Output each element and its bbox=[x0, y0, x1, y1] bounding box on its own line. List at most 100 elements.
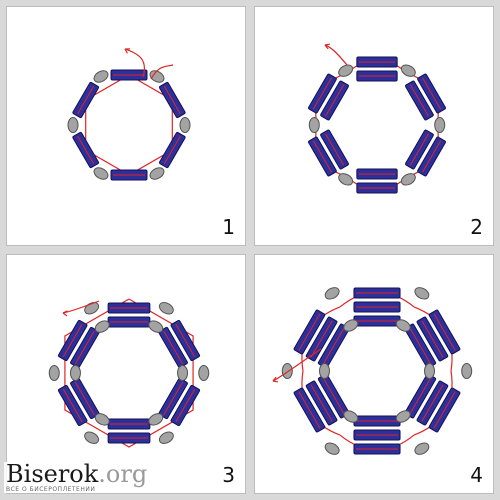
thread-arrow bbox=[62, 310, 68, 317]
site-logo: Biserok.org ВСЕ О БИСЕРОПЛЕТЕНИИ bbox=[4, 460, 150, 493]
seed-bead bbox=[158, 302, 174, 315]
seed-bead bbox=[338, 64, 354, 77]
bugle-bead bbox=[320, 80, 349, 121]
bugle-bead bbox=[428, 309, 461, 355]
thread-path bbox=[150, 64, 174, 80]
bugle-bead bbox=[110, 169, 148, 181]
bugle-bead bbox=[305, 316, 338, 362]
bugle-bead bbox=[417, 136, 446, 177]
bugle-bead bbox=[170, 319, 201, 362]
seed-bead bbox=[67, 117, 79, 133]
thread-path bbox=[272, 348, 322, 382]
thread-path bbox=[85, 74, 173, 176]
seed-bead bbox=[148, 320, 164, 333]
bugle-bead bbox=[57, 319, 88, 362]
seed-bead bbox=[319, 363, 330, 379]
seed-bead bbox=[343, 319, 359, 332]
seed-bead bbox=[69, 365, 81, 381]
bugle-bead bbox=[72, 131, 99, 169]
thread-arrow bbox=[272, 376, 279, 383]
bugle-bead bbox=[356, 56, 398, 68]
step-number: 2 bbox=[470, 215, 483, 239]
bugle-bead bbox=[107, 302, 151, 314]
bugle-bead bbox=[353, 443, 401, 455]
seed-bead bbox=[414, 442, 430, 455]
seed-bead bbox=[281, 363, 293, 379]
bugle-bead bbox=[170, 384, 201, 427]
seed-bead bbox=[148, 413, 164, 426]
step-2-diagram bbox=[308, 43, 446, 194]
seed-bead bbox=[400, 173, 416, 186]
bugle-bead bbox=[356, 182, 398, 194]
seed-bead bbox=[324, 287, 340, 300]
thread-arrow bbox=[124, 48, 131, 54]
bugle-bead bbox=[405, 129, 434, 170]
step-3-panel: 3 bbox=[6, 254, 246, 494]
logo-tagline: ВСЕ О БИСЕРОПЛЕТЕНИИ bbox=[6, 486, 96, 493]
seed-bead bbox=[179, 117, 191, 133]
seed-bead bbox=[343, 410, 359, 423]
bugle-bead bbox=[293, 309, 326, 355]
logo-tld: .org bbox=[98, 460, 148, 488]
bugle-bead bbox=[308, 136, 337, 177]
seed-bead bbox=[198, 365, 210, 381]
bugle-bead bbox=[107, 316, 151, 328]
step-number: 3 bbox=[222, 463, 235, 487]
seed-bead bbox=[395, 410, 411, 423]
bugle-bead bbox=[353, 301, 401, 313]
thread-path bbox=[64, 298, 194, 448]
bugle-bead bbox=[405, 80, 434, 121]
bugle-bead bbox=[159, 131, 186, 169]
step-4-panel: 4 bbox=[254, 254, 494, 494]
seed-bead bbox=[94, 413, 110, 426]
seed-bead bbox=[149, 167, 165, 180]
bugle-bead bbox=[107, 432, 151, 444]
seed-bead bbox=[149, 70, 165, 83]
bugle-bead bbox=[353, 315, 401, 327]
bugle-bead bbox=[428, 387, 461, 433]
seed-bead bbox=[338, 173, 354, 186]
step-1-diagram bbox=[67, 48, 191, 181]
seed-bead bbox=[395, 319, 411, 332]
thread-path bbox=[324, 44, 348, 66]
bugle-bead bbox=[293, 387, 326, 433]
step-2-panel: 2 bbox=[254, 6, 494, 246]
bugle-bead bbox=[353, 429, 401, 441]
bugle-bead bbox=[159, 81, 186, 119]
step-3-diagram bbox=[48, 298, 210, 448]
seed-bead bbox=[177, 365, 189, 381]
seed-bead bbox=[308, 117, 320, 133]
step-number: 1 bbox=[222, 215, 235, 239]
bugle-bead bbox=[308, 73, 337, 114]
seed-bead bbox=[48, 365, 60, 381]
logo-name: Biserok bbox=[6, 460, 99, 488]
bugle-bead bbox=[305, 380, 338, 426]
step-number: 4 bbox=[470, 463, 483, 487]
bugle-bead bbox=[416, 380, 449, 426]
bugle-bead bbox=[353, 287, 401, 299]
bugle-bead bbox=[72, 81, 99, 119]
seed-bead bbox=[93, 70, 109, 83]
thread-arrow bbox=[324, 43, 331, 50]
seed-bead bbox=[414, 287, 430, 300]
seed-bead bbox=[93, 167, 109, 180]
seed-bead bbox=[158, 431, 174, 444]
step-1-panel: 1 bbox=[6, 6, 246, 246]
seed-bead bbox=[84, 431, 100, 444]
bugle-bead bbox=[417, 73, 446, 114]
seed-bead bbox=[84, 302, 100, 315]
seed-bead bbox=[424, 363, 435, 379]
thread-path bbox=[124, 48, 145, 78]
seed-bead bbox=[461, 363, 473, 379]
bugle-bead bbox=[110, 69, 148, 81]
seed-bead bbox=[400, 64, 416, 77]
seed-bead bbox=[94, 320, 110, 333]
bugle-bead bbox=[356, 168, 398, 180]
bugle-bead bbox=[107, 418, 151, 430]
step-4-diagram bbox=[272, 287, 473, 455]
bugle-bead bbox=[416, 316, 449, 362]
seed-bead bbox=[434, 117, 446, 133]
bugle-bead bbox=[356, 70, 398, 82]
seed-bead bbox=[324, 442, 340, 455]
bugle-bead bbox=[353, 415, 401, 427]
